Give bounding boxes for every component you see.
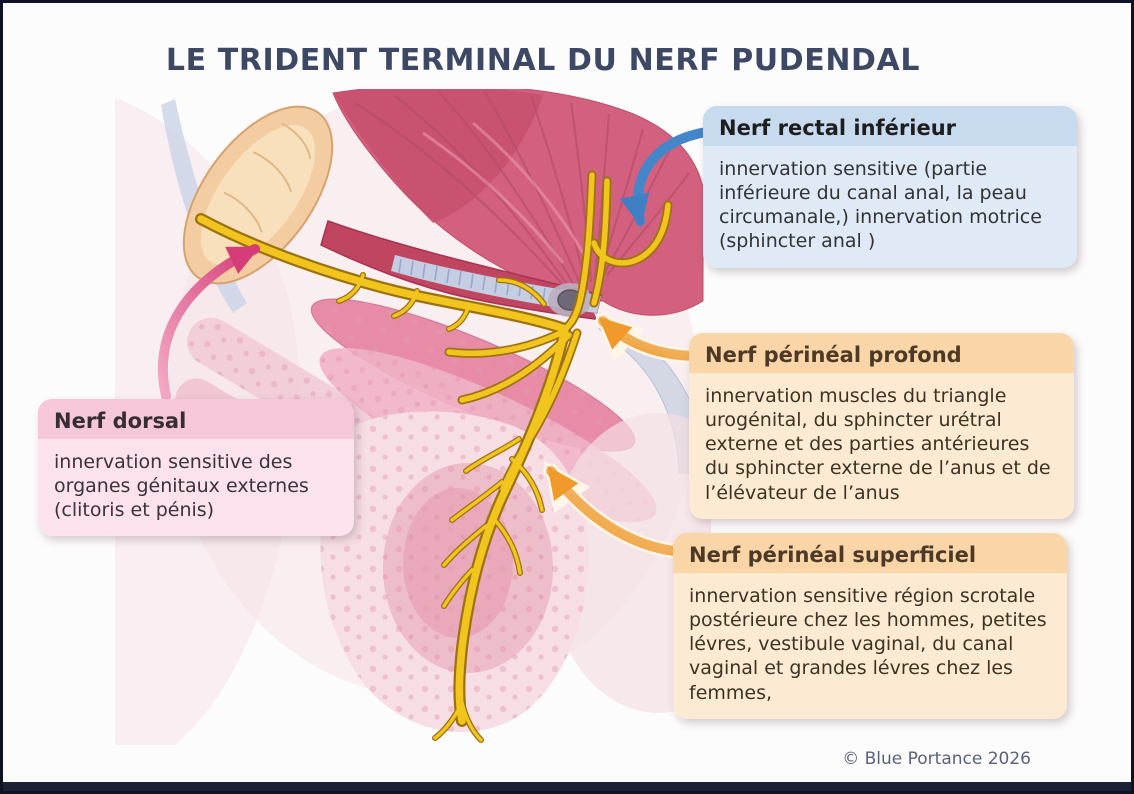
callout-title: Nerf périnéal superficiel (673, 533, 1067, 573)
callout-body: innervation sensitive région scrotale po… (673, 573, 1067, 719)
scrotal-labial-tissue (320, 411, 711, 733)
bottom-accent-bar (3, 782, 1131, 791)
rectal-arrow-icon (619, 127, 711, 227)
callout-nerf-rectal-inferieur: Nerf rectal inférieur innervation sensit… (703, 106, 1077, 268)
callout-body: innervation muscles du triangle urogénit… (689, 373, 1074, 519)
callout-title: Nerf rectal inférieur (703, 106, 1077, 146)
callout-body: innervation sensitive des organes génita… (38, 439, 354, 537)
page-title: LE TRIDENT TERMINAL DU NERF PUDENDAL (165, 43, 921, 78)
copyright-notice: © Blue Portance 2026 (842, 749, 1031, 769)
profond-arrow-icon (594, 312, 711, 364)
obturator-fascia (161, 99, 247, 313)
callout-nerf-perineal-superficiel: Nerf périnéal superficiel innervation se… (673, 533, 1067, 719)
callout-nerf-perineal-profond: Nerf périnéal profond innervation muscle… (689, 333, 1074, 519)
callout-title: Nerf périnéal profond (689, 333, 1074, 373)
callout-nerf-dorsal: Nerf dorsal innervation sensitive des or… (38, 399, 354, 537)
callout-arrows (157, 127, 711, 560)
dorsal-arrow-icon (157, 244, 261, 401)
superficiel-arrow-icon (543, 461, 693, 560)
callout-title: Nerf dorsal (38, 399, 354, 439)
callout-body: innervation sensitive (partie inférieure… (703, 146, 1077, 268)
